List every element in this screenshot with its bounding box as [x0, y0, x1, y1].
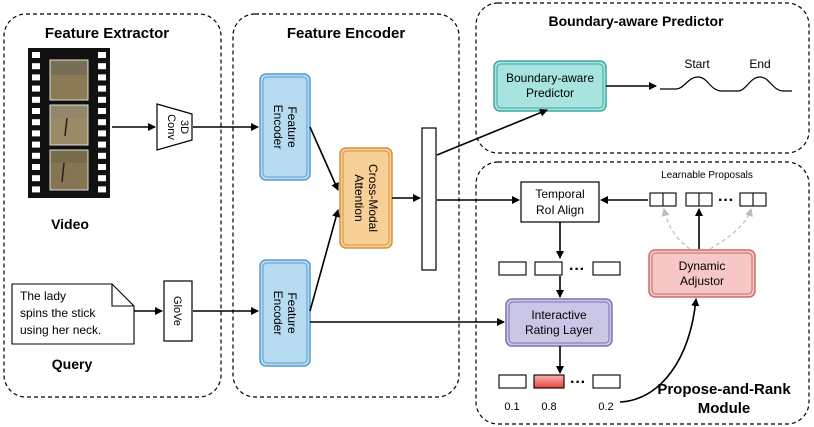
film-sprocket-hole: [32, 186, 40, 193]
feature-encoder-title: Feature Encoder: [287, 25, 406, 42]
film-sprocket-hole: [98, 85, 106, 92]
start-label: Start: [684, 57, 710, 71]
boundary-predictor-title: Boundary-aware Predictor: [548, 13, 724, 29]
video-label: Video: [51, 216, 89, 232]
score-box-2: [533, 374, 565, 389]
film-sprocket-hole: [32, 119, 40, 126]
film-sprocket-hole: [98, 130, 106, 137]
3d-conv-label-1: 3D: [178, 120, 190, 134]
rating-line1: Interactive: [531, 308, 587, 322]
film-sprocket-hole: [98, 52, 106, 58]
rating-line2: Rating Layer: [525, 323, 593, 337]
fused-feature-bar: [421, 127, 437, 271]
score-value-3: 0.2: [598, 401, 613, 413]
film-sprocket-hole: [98, 119, 106, 126]
film-sprocket-hole: [98, 152, 106, 159]
glove-block: [163, 280, 193, 342]
learnable-proposals: [649, 192, 767, 207]
film-sprocket-hole: [98, 108, 106, 114]
score-box-1: [498, 374, 527, 389]
feature-encoder-query-line2: Encoder: [271, 291, 285, 336]
score-ellipsis: ···: [570, 374, 586, 391]
film-sprocket-hole: [98, 96, 106, 103]
temporal-roi-align: [520, 181, 600, 223]
arrows: [112, 82, 703, 403]
feature-extractor-title: Feature Extractor: [45, 25, 169, 42]
film-sprocket-hole: [32, 164, 40, 170]
video-film-strip: [28, 48, 110, 198]
roi-feature-ellipsis: ···: [569, 261, 585, 278]
film-sprocket-hole: [32, 85, 40, 92]
boundary-curve: [660, 76, 792, 92]
film-sprocket-hole: [32, 52, 40, 58]
feature-encoder-query-line1: Feature: [285, 292, 299, 334]
learnable-proposals-label: Learnable Proposals: [661, 170, 753, 181]
dynamic-adjustor: Dynamic Adjustor: [648, 249, 756, 298]
propose-rank-title-line1: Propose-and-Rank: [657, 381, 791, 398]
film-sprocket-hole: [98, 175, 106, 182]
cross-modal-attention: Cross-Modal Attention: [339, 147, 393, 249]
adjustor-line2: Adjustor: [680, 274, 724, 288]
feature-encoder-video: Feature Encoder: [259, 73, 311, 181]
film-sprocket-hole: [98, 141, 106, 148]
feature-encoder-video-line1: Feature: [285, 106, 299, 148]
feature-encoder-panel: [232, 13, 460, 398]
film-sprocket-hole: [32, 141, 40, 148]
end-label: End: [749, 57, 770, 71]
film-sprocket-hole: [32, 152, 40, 159]
film-sprocket-hole: [32, 96, 40, 103]
query-note: [11, 283, 135, 345]
predictor-box-line2: Predictor: [526, 86, 574, 100]
feature-encoder-query: Feature Encoder: [259, 259, 311, 367]
query-label: Query: [52, 356, 93, 372]
boundary-predictor-panel: [475, 2, 810, 154]
query-text-line3: using her neck.: [20, 323, 101, 337]
film-sprocket-hole: [32, 130, 40, 137]
roi-line2: RoI Align: [536, 203, 584, 217]
proposals-ellipsis: ···: [718, 192, 734, 209]
interactive-rating-layer: Interactive Rating Layer: [505, 298, 613, 347]
propose-rank-title-line2: Module: [698, 400, 751, 417]
query-text-line2: spins the stick: [20, 306, 96, 320]
cross-modal-attention-line1: Cross-Modal: [366, 164, 380, 232]
roi-feature-3: [592, 261, 621, 276]
film-sprocket-hole: [98, 164, 106, 170]
film-sprocket-hole: [32, 108, 40, 114]
glove-label: GloVe: [171, 296, 183, 326]
film-sprocket-hole: [98, 74, 106, 81]
score-value-2: 0.8: [541, 401, 556, 413]
roi-feature-2: [534, 261, 563, 276]
roi-line1: Temporal: [535, 187, 584, 201]
score-value-1: 0.1: [504, 401, 519, 413]
roi-feature-1: [498, 261, 527, 276]
score-box-3: [592, 374, 621, 389]
film-sprocket-hole: [32, 74, 40, 81]
film-sprocket-hole: [98, 186, 106, 193]
film-sprocket-hole: [32, 175, 40, 182]
adjustor-line1: Dynamic: [679, 259, 726, 273]
cross-modal-attention-line2: Attention: [352, 174, 366, 221]
dashed-feedback-arrows: [661, 208, 753, 250]
feature-encoder-video-line2: Encoder: [271, 105, 285, 150]
query-text-line1: The lady: [20, 289, 66, 303]
feature-extractor-panel: [3, 13, 222, 398]
film-sprocket-hole: [32, 63, 40, 70]
film-sprocket-hole: [98, 63, 106, 70]
boundary-aware-predictor-box: Boundary-aware Predictor: [493, 60, 607, 112]
3d-conv-block: [156, 103, 193, 151]
propose-rank-panel: [475, 161, 810, 425]
3d-conv-label-2: Conv: [165, 114, 177, 140]
predictor-box-line1: Boundary-aware: [506, 71, 594, 85]
